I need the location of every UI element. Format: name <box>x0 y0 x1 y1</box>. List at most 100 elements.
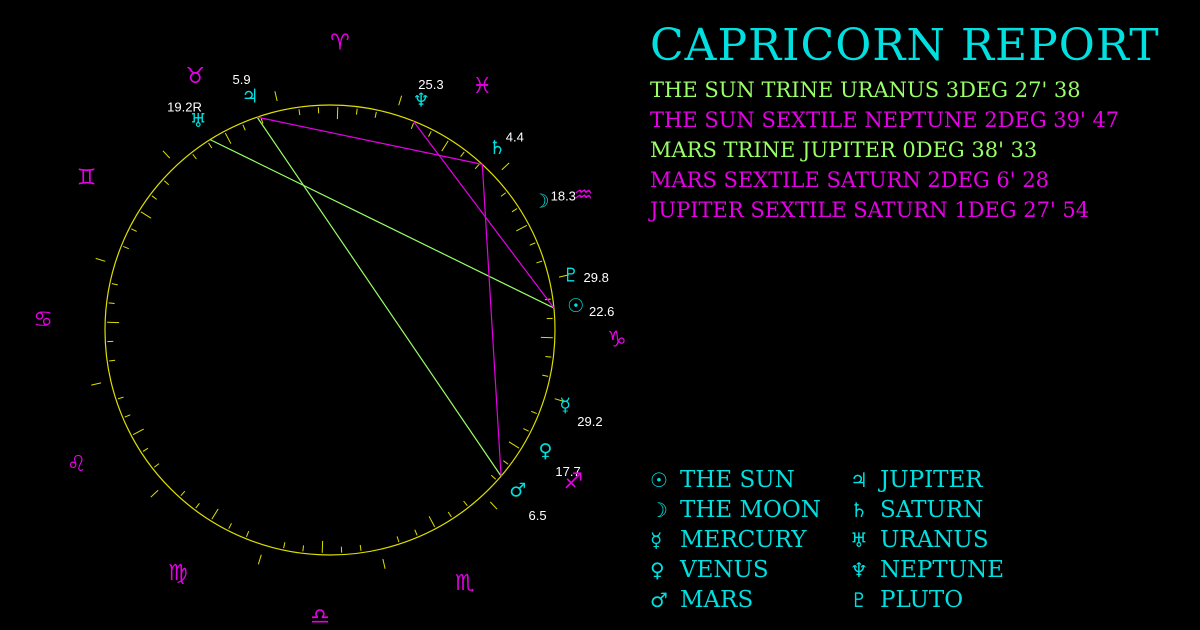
tick-mark <box>123 245 129 250</box>
cancer-sign-icon: ♋ <box>33 307 53 332</box>
jupiter-icon: ♃ <box>850 468 868 492</box>
venus-icon: ♀ <box>650 558 665 582</box>
mars-jupiter-aspect-line <box>256 116 502 477</box>
legend-label: PLUTO <box>880 587 964 613</box>
tick-mark <box>162 150 171 159</box>
sun-uranus-aspect-line <box>209 139 555 309</box>
pisces-sign-icon: ♓ <box>472 74 492 99</box>
tick-mark <box>382 558 386 569</box>
tick-mark <box>108 302 115 305</box>
moon-icon: ☽ <box>533 191 550 213</box>
jupiter-degree-label: 5.9 <box>233 72 251 87</box>
uranus-icon: ♅ <box>850 528 868 552</box>
uranus-degree-label: 19.2R <box>167 99 202 114</box>
mars-icon: ♂ <box>509 479 526 501</box>
tick-mark <box>274 91 278 102</box>
venus-degree-label: 17.7 <box>555 464 580 479</box>
gemini-sign-icon: ♊ <box>77 165 97 190</box>
tick-mark <box>131 228 137 232</box>
mars-icon: ♂ <box>650 588 668 612</box>
legend-label: URANUS <box>880 527 989 553</box>
aspect-line-3: MARS TRINE JUPITER 0DEG 38' 33 <box>650 138 1038 162</box>
zodiac-circle <box>104 104 556 556</box>
tick-mark <box>195 503 200 509</box>
tick-mark <box>150 489 159 498</box>
tick-mark <box>302 545 305 552</box>
tick-mark <box>490 474 497 480</box>
legend-label: SATURN <box>880 497 984 523</box>
tick-mark <box>359 544 362 551</box>
tick-mark <box>208 142 213 149</box>
planet-markers: ☉22.6♇29.8♂6.5☿29.2♀17.7☽18.3♄4.4♆25.3♃5… <box>167 72 614 523</box>
tick-mark <box>228 523 232 529</box>
tick-mark <box>257 554 262 565</box>
legend-moon: ☽THE MOON <box>650 497 821 523</box>
sun-neptune-aspect-line <box>412 120 555 309</box>
legend-label: VENUS <box>680 557 769 583</box>
tick-mark <box>398 95 403 106</box>
tick-mark <box>489 501 498 510</box>
tick-mark <box>536 260 543 264</box>
aries-sign-icon: ♈ <box>330 31 350 56</box>
tick-mark <box>554 398 565 403</box>
tick-mark <box>298 109 301 116</box>
sagittarius-sign-icon: ♐ <box>564 470 584 495</box>
tick-mark <box>132 428 144 436</box>
legend-label: THE MOON <box>680 497 821 523</box>
leo-sign-icon: ♌ <box>67 452 87 477</box>
sun-icon: ☉ <box>567 295 584 317</box>
natal-wheel: ☉22.6♇29.8♂6.5☿29.2♀17.7☽18.3♄4.4♆25.3♃5… <box>33 31 626 630</box>
tick-mark <box>211 508 219 520</box>
tick-mark <box>224 132 232 144</box>
tick-mark <box>516 224 528 232</box>
saturn-icon: ♄ <box>489 137 506 159</box>
tick-mark <box>545 355 552 358</box>
legend-label: MARS <box>680 587 754 613</box>
tick-mark <box>508 441 520 449</box>
tick-mark <box>410 123 415 129</box>
tick-mark <box>374 111 377 118</box>
pluto-icon: ♇ <box>850 588 868 612</box>
neptune-icon: ♆ <box>850 558 868 582</box>
tick-mark <box>95 257 106 262</box>
aspect-line-1: THE SUN TRINE URANUS 3DEG 27' 38 <box>650 78 1081 102</box>
scorpio-sign-icon: ♏ <box>455 571 475 596</box>
tick-mark <box>283 542 286 549</box>
tick-mark <box>109 359 116 362</box>
tick-mark <box>396 536 400 543</box>
tick-mark <box>428 516 436 528</box>
aquarius-sign-icon: ♒ <box>574 183 594 208</box>
mercury-degree-label: 29.2 <box>577 414 602 429</box>
aspect-line-4: MARS SEXTILE SATURN 2DEG 6' 28 <box>650 168 1049 192</box>
mars-degree-label: 6.5 <box>529 508 547 523</box>
legend-saturn: ♄ SATURN <box>850 497 983 523</box>
tick-mark <box>428 131 432 137</box>
tick-mark <box>523 428 529 432</box>
zodiac-signs: ♑♐♏♎♍♌♋♊♉♈♓♒ <box>33 31 626 630</box>
tick-mark <box>463 500 468 507</box>
tick-mark <box>111 283 118 286</box>
uranus-icon: ♅ <box>190 110 207 132</box>
tick-mark <box>511 208 518 213</box>
tick-mark <box>180 490 186 497</box>
legend-sun: ☉THE SUN <box>650 467 795 493</box>
aspect-lines <box>209 116 555 477</box>
tick-mark <box>192 153 197 160</box>
legend-label: NEPTUNE <box>880 557 1005 583</box>
page-title: CAPRICORN REPORT <box>650 20 1160 71</box>
moon-degree-label: 18.3 <box>551 189 576 204</box>
mercury-icon: ☿ <box>650 528 663 552</box>
tick-mark <box>91 382 102 386</box>
saturn-icon: ♄ <box>850 498 868 522</box>
tick-mark <box>529 242 536 246</box>
tick-mark <box>503 460 509 465</box>
legend-mercury: ☿MERCURY <box>650 527 806 553</box>
mercury-icon: ☿ <box>559 395 571 417</box>
mars-saturn-aspect-line <box>481 164 502 477</box>
libra-sign-icon: ♎ <box>310 604 330 629</box>
legend-neptune: ♆ NEPTUNE <box>850 557 1004 583</box>
tick-mark <box>414 529 418 536</box>
tick-mark <box>124 414 131 418</box>
legend-label: JUPITER <box>880 467 983 493</box>
tick-mark <box>460 151 465 157</box>
